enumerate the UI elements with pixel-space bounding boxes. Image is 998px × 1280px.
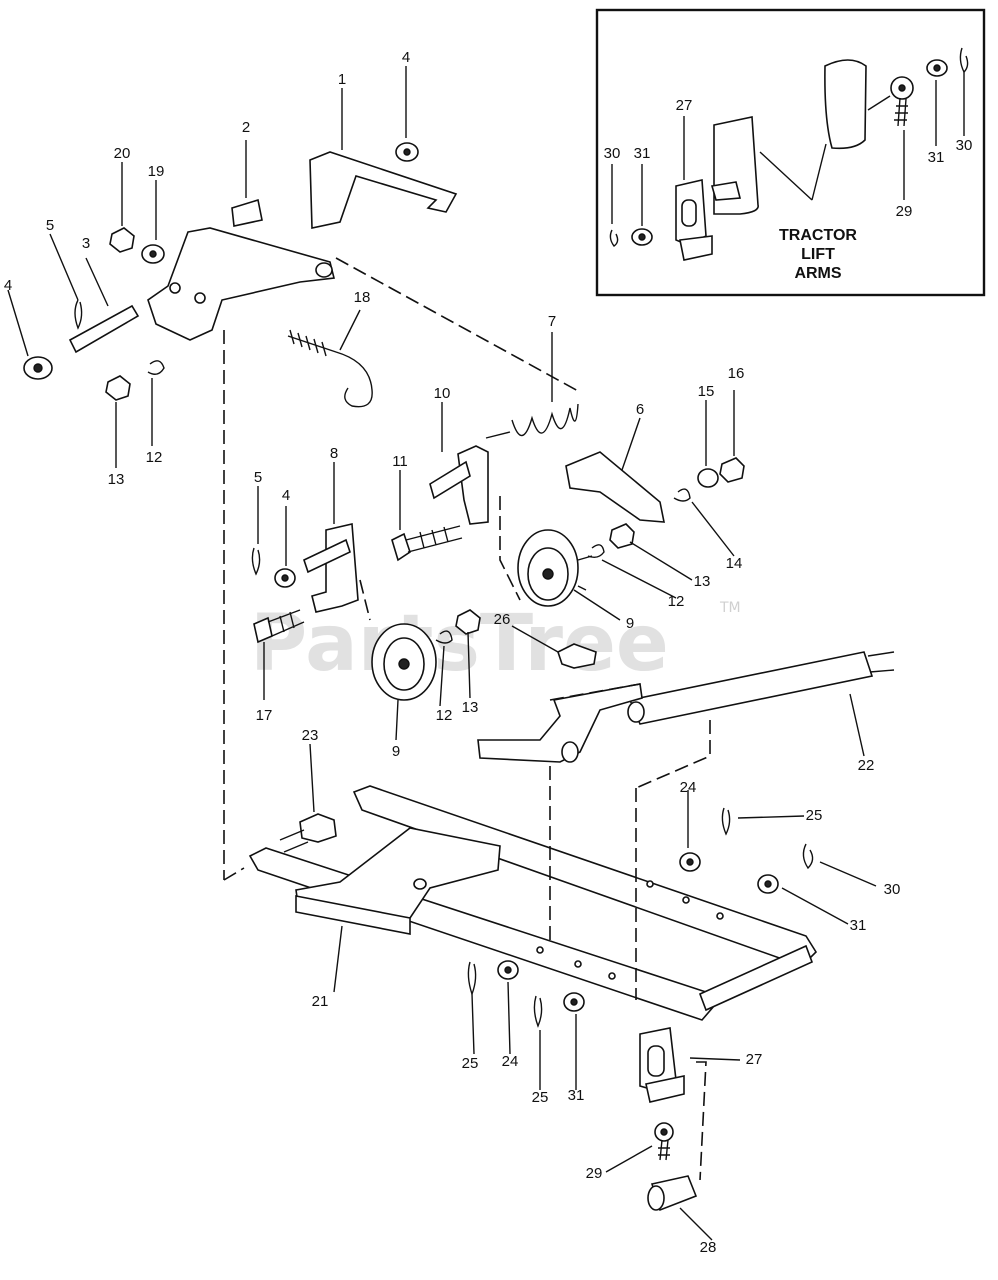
callout-8: 8 [330, 445, 338, 462]
callout-4-left: 4 [4, 277, 12, 294]
callout-27-inset: 27 [676, 97, 693, 114]
callout-24-lower: 24 [502, 1053, 519, 1070]
callout-25-upper: 25 [806, 807, 823, 824]
watermark-tm: TM [719, 600, 741, 616]
callout-26: 26 [494, 611, 511, 628]
callout-19: 19 [148, 163, 165, 180]
callout-12-right: 12 [668, 593, 685, 610]
callout-24-upper: 24 [680, 779, 697, 796]
callout-23: 23 [302, 727, 319, 744]
callout-17: 17 [256, 707, 273, 724]
callout-3: 3 [82, 235, 90, 252]
callout-31-lower: 31 [568, 1087, 585, 1104]
callout-31-main: 31 [850, 917, 867, 934]
callout-21: 21 [312, 993, 329, 1010]
callout-4-top: 4 [402, 49, 410, 66]
callout-20: 20 [114, 145, 131, 162]
callout-11: 11 [392, 453, 408, 470]
main-drawing [7, 66, 895, 1241]
inset-caption-line-1: TRACTOR [779, 227, 857, 244]
callout-2: 2 [242, 119, 250, 136]
callout-6: 6 [636, 401, 644, 418]
callout-15: 15 [698, 383, 715, 400]
callout-9-lower: 9 [392, 743, 400, 760]
callout-labels: 1 2 3 4 5 4 20 19 18 7 10 11 8 5 4 6 15 … [4, 49, 973, 1256]
watermark-brand: PartsTree [250, 599, 669, 689]
callout-29-inset: 29 [896, 203, 913, 220]
callout-27-main: 27 [746, 1051, 763, 1068]
inset-leaders [611, 72, 965, 226]
callout-13-mid: 13 [462, 699, 479, 716]
callout-9-upper: 9 [626, 615, 634, 632]
callout-30-inset-right: 30 [956, 137, 973, 154]
callout-1: 1 [338, 71, 346, 88]
inset-caption-line-3: ARMS [794, 265, 841, 282]
callout-30-main: 30 [884, 881, 901, 898]
callout-4-mid: 4 [282, 487, 290, 504]
callout-22: 22 [858, 757, 875, 774]
callout-28: 28 [700, 1239, 717, 1256]
callout-25-lower-b: 25 [532, 1089, 549, 1106]
callout-10: 10 [434, 385, 451, 402]
callout-16: 16 [728, 365, 745, 382]
callout-13-right: 13 [694, 573, 711, 590]
callout-14: 14 [726, 555, 743, 572]
callout-13-left: 13 [108, 471, 125, 488]
callout-25-lower-a: 25 [462, 1055, 479, 1072]
callout-12-left: 12 [146, 449, 163, 466]
callout-31-inset-left: 31 [634, 145, 651, 162]
inset-box [595, 8, 986, 297]
callout-12-mid: 12 [436, 707, 453, 724]
callout-31-inset-right: 31 [928, 149, 945, 166]
callout-30-inset-left: 30 [604, 145, 621, 162]
callout-5-mid: 5 [254, 469, 262, 486]
callout-7: 7 [548, 313, 556, 330]
inset-caption-line-2: LIFT [801, 246, 835, 263]
callout-5-top: 5 [46, 217, 54, 234]
callout-18: 18 [354, 289, 371, 306]
callout-29-main: 29 [586, 1165, 603, 1182]
